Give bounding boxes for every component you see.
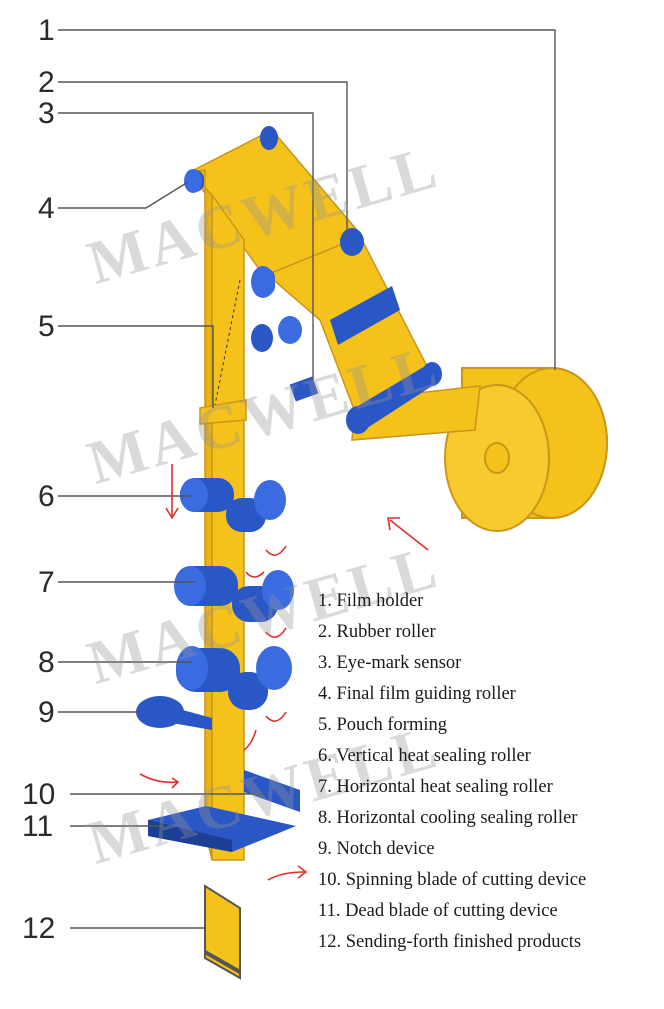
callout-1: 1 [38,14,55,47]
legend-item: 2. Rubber roller [318,622,436,642]
legend-item: 5. Pouch forming [318,715,447,735]
legend-item: 7. Horizontal heat sealing roller [318,777,553,797]
legend-item: 4. Final film guiding roller [318,684,516,704]
callout-11: 11 [22,810,54,843]
rollers [136,126,442,852]
callout-9: 9 [38,696,55,729]
callout-2: 2 [38,66,55,99]
callout-8: 8 [38,646,55,679]
legend: 1. Film holder 2. Rubber roller 3. Eye-m… [318,586,658,958]
legend-item: 6. Vertical heat sealing roller [318,746,531,766]
legend-item: 8. Horizontal cooling sealing roller [318,808,578,828]
leader-lines [58,29,556,929]
callout-7: 7 [38,566,55,599]
callout-10: 10 [22,778,56,811]
finished-pouch [204,884,241,980]
legend-item: 1. Film holder [318,591,424,611]
legend-item: 11. Dead blade of cutting device [318,901,558,921]
callout-4: 4 [38,192,55,225]
callout-3: 3 [38,97,55,130]
callout-5: 5 [38,310,55,343]
legend-item: 12. Sending-forth finished products [318,932,582,952]
legend-item: 9. Notch device [318,839,435,859]
legend-item: 10. Spinning blade of cutting device [318,870,587,890]
callout-12: 12 [22,912,56,945]
legend-item: 3. Eye-mark sensor [318,653,462,673]
motion-arrows [139,464,429,881]
callout-6: 6 [38,480,55,513]
